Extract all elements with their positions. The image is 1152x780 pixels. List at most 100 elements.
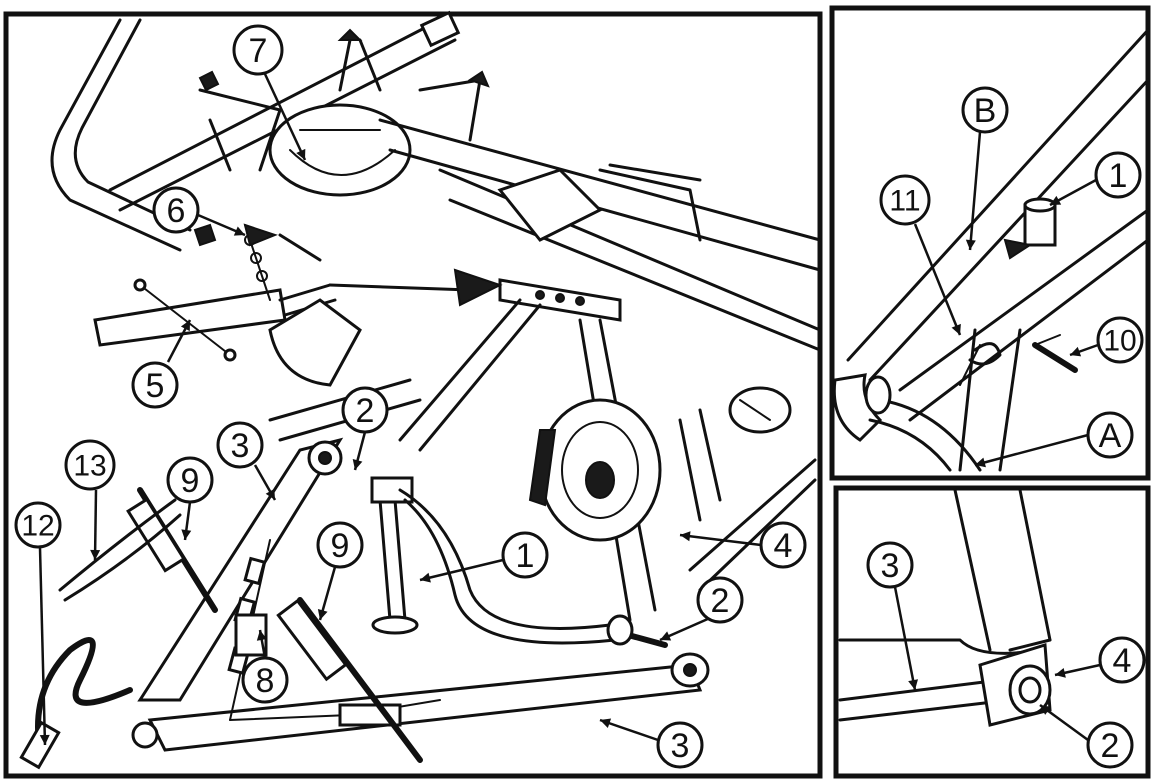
callout-circle (232, 24, 284, 76)
bottom-right-panel-drawing (838, 488, 1052, 727)
callout-circle (1086, 721, 1134, 769)
callout-main-m1: 1 (419, 531, 549, 583)
callout-circle (1096, 316, 1144, 364)
top-right-panel-frame (829, 5, 1151, 481)
callout-leader-line (93, 489, 98, 561)
callout-label: 10 (1103, 325, 1136, 358)
callout-label: 3 (671, 727, 690, 765)
callout-circle (316, 521, 364, 569)
callout-label: 12 (21, 510, 54, 543)
callout-main-m6: 6 (152, 186, 246, 237)
callout-circle (166, 456, 214, 504)
callout-arrowhead (39, 734, 50, 745)
callout-top_right-tB: B (961, 86, 1009, 251)
callout-circle (879, 174, 931, 226)
callout-arrowhead (233, 226, 245, 236)
callout-label: 6 (167, 192, 186, 230)
callout-bottom_right-b3: 3 (866, 541, 919, 691)
callout-arrowhead (181, 529, 192, 540)
callout-arrowhead (975, 457, 986, 468)
callout-arrowhead (1070, 346, 1082, 357)
callout-label: 4 (1113, 642, 1132, 680)
callout-label: 9 (331, 527, 350, 565)
callout-leader-line (38, 547, 47, 746)
callout-leader-line (893, 586, 917, 691)
callout-main-m2a: 2 (341, 386, 389, 471)
top-right-panel-drawing (832, 28, 1150, 472)
callout-circle (656, 721, 704, 769)
main-panel-frame (3, 11, 823, 779)
callout-arrowhead (180, 320, 190, 332)
callout-circle (501, 531, 549, 579)
callout-label: 1 (516, 537, 535, 575)
callout-label: B (974, 92, 997, 130)
callout-label: 13 (73, 450, 106, 483)
callout-arrowhead (1050, 195, 1062, 205)
callout-label: 7 (249, 32, 268, 70)
callout-arrowhead (1040, 705, 1052, 715)
callout-main-m8: 8 (241, 629, 289, 704)
callout-arrowhead (680, 531, 691, 542)
callout-arrowhead (600, 718, 612, 728)
callout-label: A (1099, 417, 1122, 455)
callout-arrowhead (296, 148, 306, 160)
callout-leader-line (419, 558, 504, 582)
bottom-right-panel-frame (833, 485, 1151, 779)
main-panel-drawing (19, 10, 822, 770)
callout-main-m13: 13 (64, 439, 116, 561)
callout-circle (341, 386, 389, 434)
callout-circle (14, 501, 62, 549)
callout-arrowhead (660, 631, 672, 641)
callout-main-m7: 7 (232, 24, 307, 161)
callout-main-m5: 5 (131, 319, 192, 409)
callout-main-m9a: 9 (166, 456, 214, 541)
callout-top_right-t10: 10 (1069, 316, 1144, 364)
callout-circle (1094, 151, 1142, 199)
callout-arrowhead (90, 549, 101, 560)
callout-circle (696, 576, 744, 624)
callout-leader-line (913, 223, 962, 336)
callout-bottom_right-b4: 4 (1054, 636, 1146, 684)
callout-arrowhead (908, 679, 919, 690)
callout-top_right-t1: 1 (1049, 151, 1142, 207)
callout-circle (1098, 636, 1146, 684)
callout-circle (152, 186, 200, 234)
callout-main-m9b: 9 (316, 521, 364, 621)
callout-circle (131, 361, 179, 409)
callout-top_right-t11: 11 (879, 174, 962, 336)
callout-leader-line (263, 73, 307, 161)
callout-circle (241, 656, 289, 704)
callout-main-m2b: 2 (659, 576, 744, 642)
callout-top_right-tA: A (974, 411, 1134, 468)
callout-label: 8 (256, 662, 275, 700)
callout-arrowhead (256, 630, 267, 641)
callout-main-m3b: 3 (599, 718, 704, 769)
callout-circle (961, 86, 1009, 134)
callout-circle (64, 439, 116, 491)
callout-leader-line (599, 718, 659, 742)
callout-bottom_right-b2: 2 (1039, 703, 1134, 769)
callout-label: 2 (356, 392, 375, 430)
callout-label: 3 (881, 547, 900, 585)
callout-circle (759, 521, 807, 569)
callout-arrowhead (965, 239, 976, 250)
callout-arrowhead (951, 323, 961, 335)
callout-label: 3 (231, 427, 250, 465)
callout-label: 4 (774, 527, 793, 565)
callout-leader-line (968, 131, 982, 251)
callout-circle (1086, 411, 1134, 459)
callout-main-m12: 12 (14, 501, 62, 746)
callout-main-m4: 4 (679, 521, 807, 569)
callout-label: 9 (181, 462, 200, 500)
callout-circle (866, 541, 914, 589)
callout-arrowhead (1055, 667, 1066, 678)
callout-arrowhead (317, 609, 328, 620)
callout-circle (216, 421, 264, 469)
callout-leader-line (679, 533, 762, 547)
callout-label: 2 (711, 582, 730, 620)
callout-main-m3a: 3 (216, 421, 277, 501)
callout-arrowhead (352, 459, 363, 470)
callout-leader-line (974, 433, 1089, 467)
